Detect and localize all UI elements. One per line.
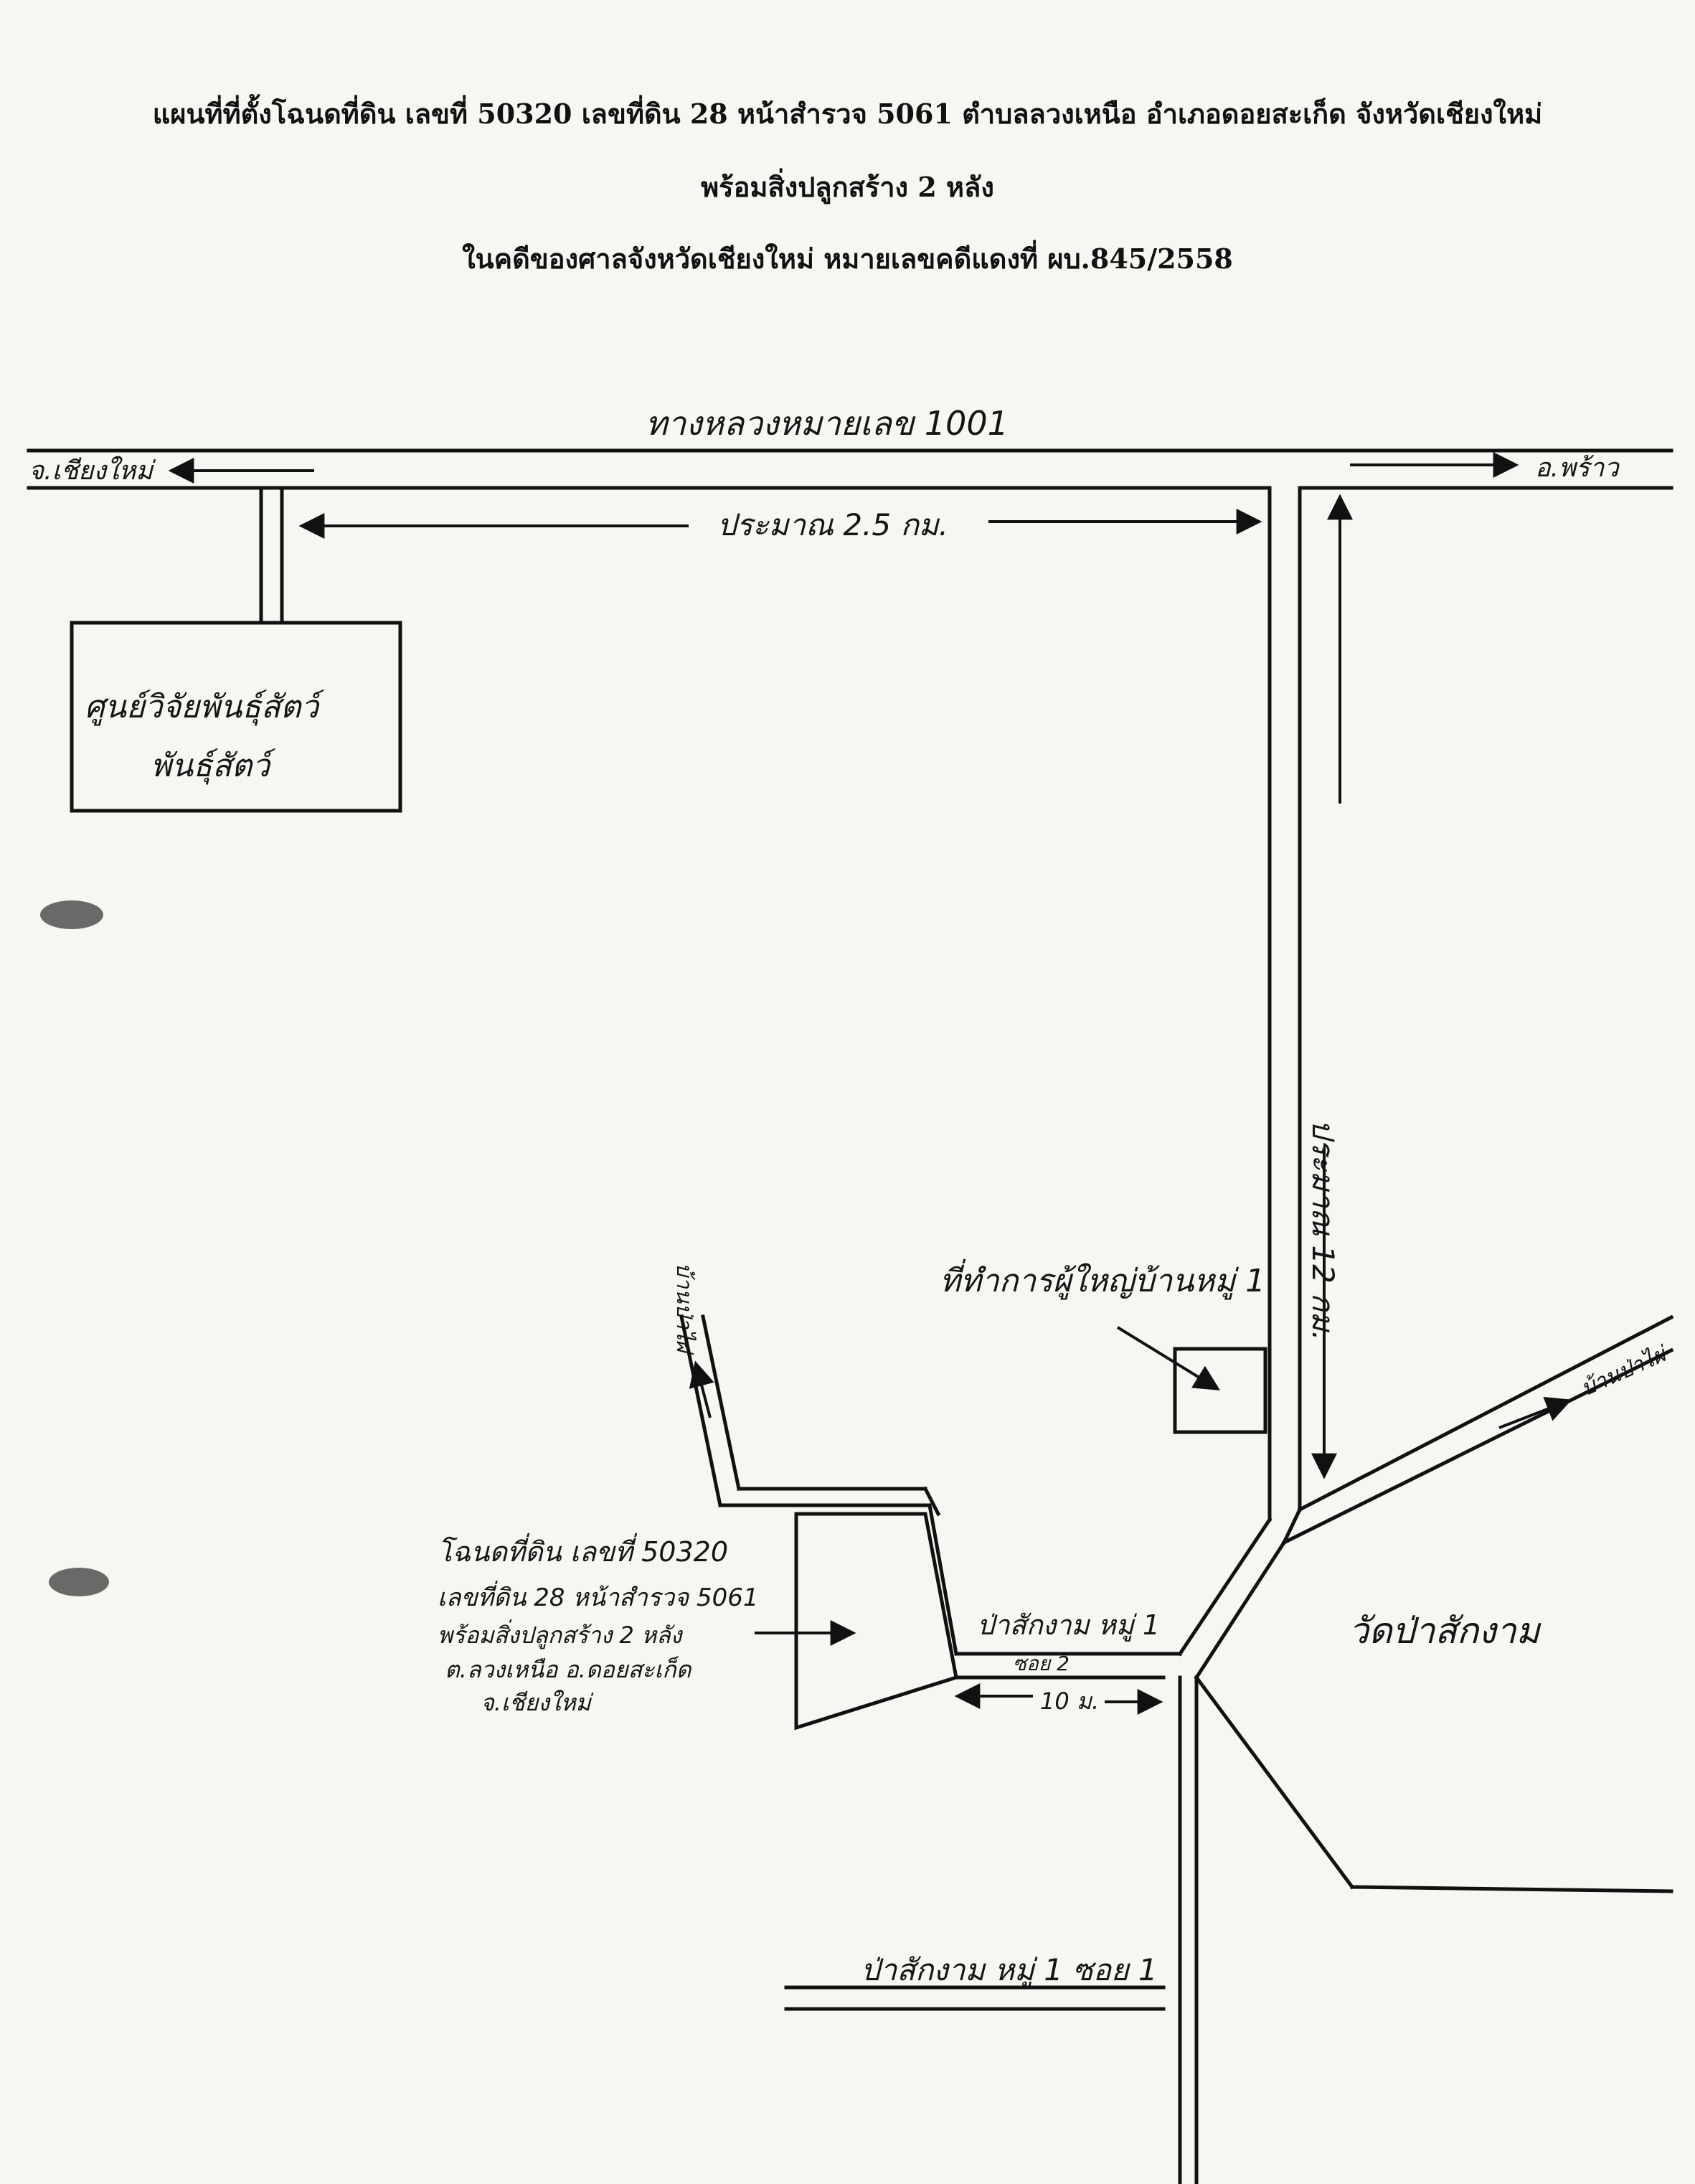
village-office-label: ที่ทำการผู้ใหญ่บ้านหมู่ 1 bbox=[940, 1258, 1265, 1300]
research-center-building bbox=[70, 621, 402, 813]
temple-label: วัดป่าสักงาม bbox=[1349, 1610, 1542, 1652]
research-center-label-2: พันธุ์สัตว์ bbox=[151, 748, 276, 785]
plot-label-line1: โฉนดที่ดิน เลขที่ 50320 bbox=[438, 1533, 728, 1568]
north-south-road bbox=[1177, 486, 1303, 2184]
case-number: ในคดีของศาลจังหวัดเชียงใหม่ หมายเลขคดีแด… bbox=[462, 243, 1233, 275]
subject-land-plot bbox=[794, 1512, 958, 1731]
village-office-pointer bbox=[1116, 1326, 1221, 1390]
map-subtitle: พร้อมสิ่งปลูกสร้าง 2 หลัง bbox=[701, 171, 994, 203]
village-office-building bbox=[1173, 1347, 1267, 1434]
research-center-access-road bbox=[259, 486, 284, 625]
highway-1001 bbox=[27, 448, 1673, 490]
distance-south-label: ประมาณ 12 กม. bbox=[1306, 1119, 1341, 1341]
distance-soi-label: 10 ม. bbox=[1040, 1688, 1099, 1715]
map-title: แผนที่ที่ตั้งโฉนดที่ดิน เลขที่ 50320 เลข… bbox=[152, 98, 1543, 130]
to-village-east-label: บ้านป่าไผ่ bbox=[1577, 1341, 1672, 1401]
arrow-to-village-east bbox=[1498, 1396, 1572, 1429]
soi-2-number: ซอย 2 bbox=[1013, 1652, 1070, 1675]
plot-label-line3: พร้อมสิ่งปลูกสร้าง 2 หลัง bbox=[438, 1619, 684, 1649]
plot-label-line2: เลขที่ดิน 28 หน้าสำรวจ 5061 bbox=[438, 1581, 759, 1612]
highway-label: ทางหลวงหมายเลข 1001 bbox=[646, 404, 1009, 443]
soi-2-label: ป่าสักงาม หมู่ 1 bbox=[977, 1609, 1160, 1642]
punch-hole-mark bbox=[49, 1568, 109, 1596]
to-phrao-label: อ.พร้าว bbox=[1535, 453, 1620, 483]
to-village-north-label: บ้านป่าไผ่ bbox=[671, 1263, 697, 1355]
research-center-label: ศูนย์วิจัยพันธุ์สัตว์ bbox=[85, 689, 325, 726]
soi-1-label: ป่าสักงาม หมู่ 1 ซอย 1 bbox=[861, 1952, 1158, 1988]
plot-label-line5: จ.เชียงใหม่ bbox=[481, 1689, 594, 1716]
to-chiangmai-label: จ.เชียงใหม่ bbox=[29, 456, 156, 486]
soi-1-lane bbox=[784, 1985, 1166, 2011]
punch-hole-mark bbox=[40, 900, 103, 929]
arrow-to-village-north bbox=[689, 1360, 714, 1418]
plot-label-line4: ต.ลวงเหนือ อ.ดอยสะเก็ด bbox=[445, 1656, 693, 1683]
distance-west-label: ประมาณ 2.5 กม. bbox=[717, 507, 948, 542]
east-branch-road bbox=[1281, 1314, 1674, 1545]
soi-2-lane bbox=[679, 1314, 1182, 1680]
temple-boundary bbox=[1194, 1675, 1673, 1893]
